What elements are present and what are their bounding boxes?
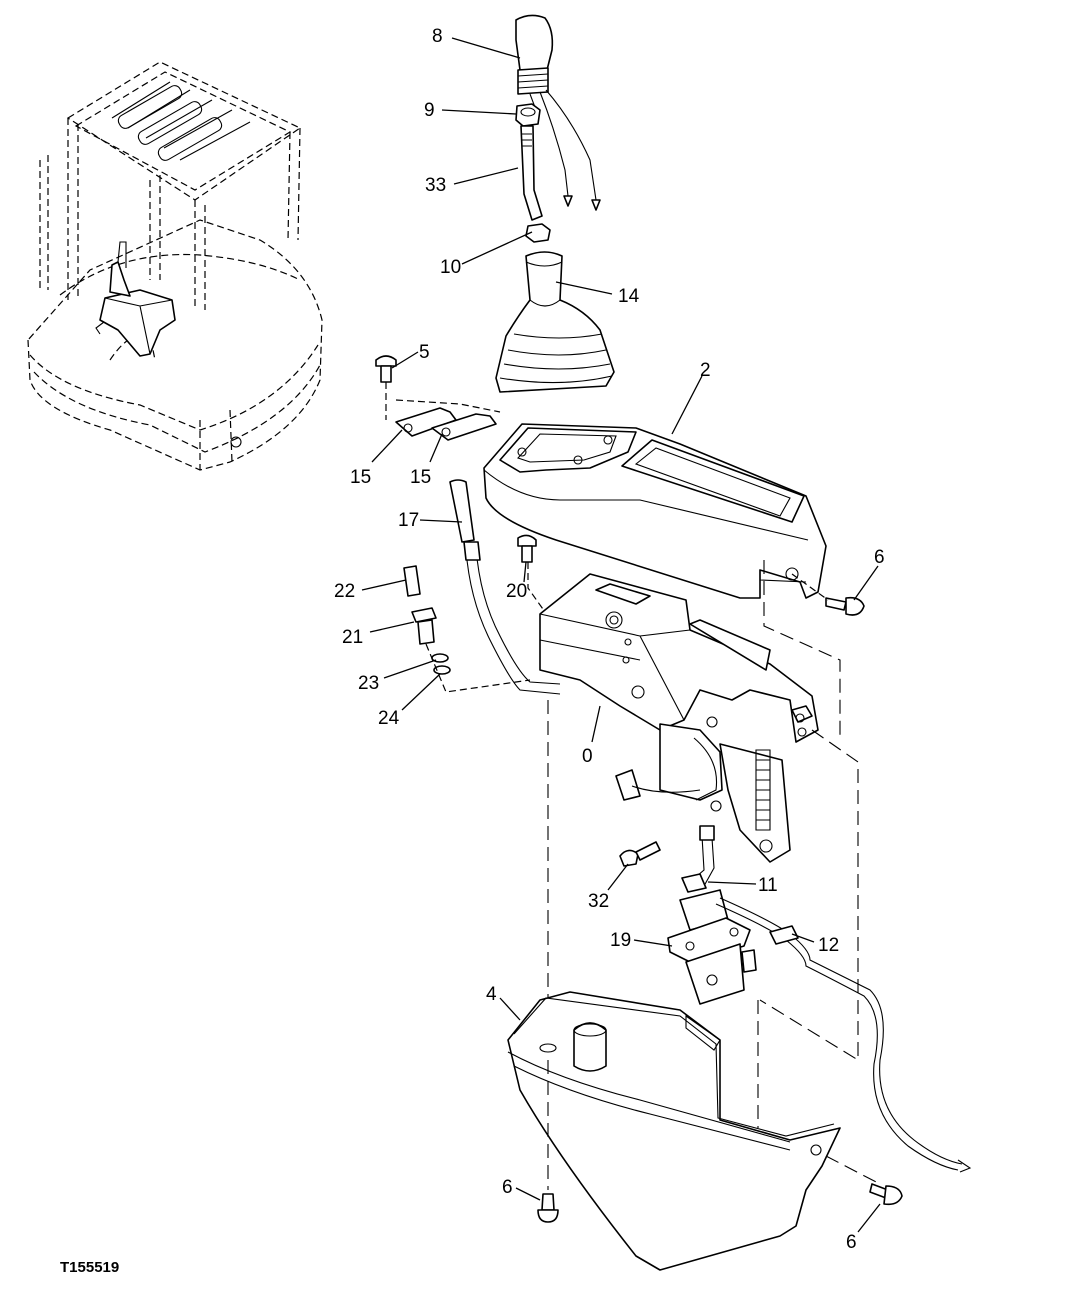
callout-0: 0 [582, 746, 593, 767]
bolt-6-upper-guide [791, 573, 829, 601]
harness-11 [681, 825, 715, 893]
callout-8: 8 [432, 26, 443, 47]
bolt-5 [375, 355, 397, 383]
console-cover [483, 423, 827, 599]
bolt-20-guide [527, 562, 546, 613]
callout-22: 22 [334, 581, 355, 602]
figure-id: T155519 [60, 1259, 119, 1276]
bottom-cover-guide [547, 1000, 881, 1190]
nut-9 [515, 103, 541, 127]
callout-2: 2 [700, 360, 711, 381]
callout-23: 23 [358, 673, 379, 694]
callout-6-bottom-right: 6 [846, 1232, 857, 1253]
callout-32: 32 [588, 891, 609, 912]
callout-6-upper: 6 [874, 547, 885, 568]
callout-labels: 8 9 33 10 14 5 2 15 15 17 6 20 22 21 23 … [60, 26, 885, 1276]
nut-10 [525, 223, 551, 243]
callout-17: 17 [398, 510, 419, 531]
callout-15-left: 15 [350, 467, 371, 488]
callout-11: 11 [758, 875, 778, 896]
callout-33: 33 [425, 175, 446, 196]
washer-24 [433, 665, 451, 675]
frame-guide-line [759, 729, 859, 1061]
pin-22 [403, 565, 421, 597]
switch-19 [667, 889, 757, 1005]
bolt-6-upper [825, 596, 865, 616]
bottom-cover [507, 991, 841, 1271]
bolt-6-bottom-left [537, 1193, 559, 1223]
bolt-32 [619, 841, 661, 867]
callout-6-bottom-left: 6 [502, 1177, 513, 1198]
bracket-15 [395, 407, 497, 441]
callout-19: 19 [610, 930, 631, 951]
bolt-20 [517, 534, 537, 563]
machine-overview-illustration [27, 61, 323, 471]
hose-17 [449, 479, 561, 695]
callout-20: 20 [506, 581, 527, 602]
callout-24: 24 [378, 708, 400, 729]
wire-12 [715, 897, 972, 1173]
bolt-5-guide-line [385, 382, 501, 420]
small-parts-guide [425, 643, 531, 693]
bolt-21 [411, 607, 437, 645]
bolt-6-bottom-right [869, 1183, 903, 1206]
callout-5: 5 [419, 342, 430, 363]
callout-15-right: 15 [410, 467, 431, 488]
lever-rod-33 [520, 125, 543, 221]
leader-lines [361, 37, 881, 1233]
rubber-boot [495, 251, 615, 393]
console-cover-guide-line [763, 560, 841, 740]
callout-4: 4 [486, 984, 497, 1005]
callout-21: 21 [342, 627, 363, 648]
callout-12: 12 [818, 935, 839, 956]
callout-10: 10 [440, 257, 461, 278]
callout-14: 14 [618, 286, 640, 307]
callout-9: 9 [424, 100, 435, 121]
lever-frame-assembly [539, 573, 819, 863]
